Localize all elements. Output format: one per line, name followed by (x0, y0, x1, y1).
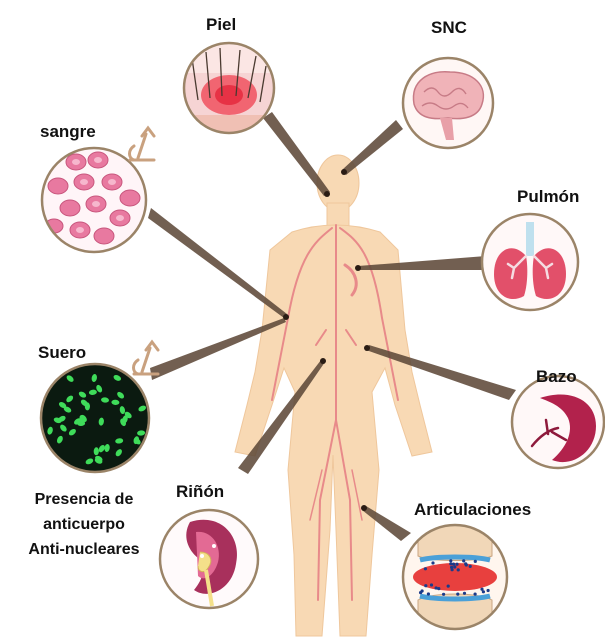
joint-speck (435, 586, 438, 589)
joint-speck (451, 568, 454, 571)
joint-speck (480, 588, 483, 591)
joint-speck (421, 589, 424, 592)
label-cns: SNC (431, 18, 467, 38)
spleen-illustration (512, 376, 604, 468)
joint-speck (427, 592, 430, 595)
joint-illustration (403, 525, 507, 630)
label-serum: Suero (38, 343, 86, 363)
joint-speck (455, 563, 458, 566)
ana-antibody-note: Presencia de anticuerpo Anti-nucleares (14, 487, 154, 562)
skin-illustration (184, 43, 274, 133)
note-line-2: anticuerpo (14, 512, 154, 537)
joint-speck (431, 561, 434, 564)
joint-speck (474, 560, 477, 563)
human-body (235, 155, 432, 636)
microscope-icon (130, 128, 155, 160)
joint-speck (442, 593, 445, 596)
label-joints: Articulaciones (414, 500, 531, 520)
joint-speck (449, 562, 452, 565)
joint-speck (464, 562, 467, 565)
joint-speck (474, 593, 477, 596)
joint-speck (487, 589, 490, 592)
note-line-1: Presencia de (14, 487, 154, 512)
serum-cells-illustration (41, 364, 149, 472)
kidney-illustration (160, 510, 258, 608)
label-spleen: Bazo (536, 367, 577, 387)
lung-illustration (482, 214, 578, 310)
label-kidney: Riñón (176, 482, 224, 502)
joint-speck (424, 584, 427, 587)
joint-speck (456, 593, 459, 596)
joint-speck (453, 565, 456, 568)
joint-speck (437, 587, 440, 590)
label-blood: sangre (40, 122, 96, 142)
joint-speck (449, 559, 452, 562)
joint-speck (452, 563, 455, 566)
label-lung: Pulmón (517, 187, 579, 207)
joint-speck (447, 585, 450, 588)
label-skin: Piel (206, 15, 236, 35)
joint-speck (424, 567, 427, 570)
joint-speck (469, 565, 472, 568)
joint-speck (462, 559, 465, 562)
note-line-3: Anti-nucleares (14, 537, 154, 562)
blood-cells-illustration (42, 148, 146, 252)
brain-illustration (403, 58, 493, 148)
joint-speck (430, 583, 433, 586)
joint-speck (457, 568, 460, 571)
joint-speck (463, 592, 466, 595)
